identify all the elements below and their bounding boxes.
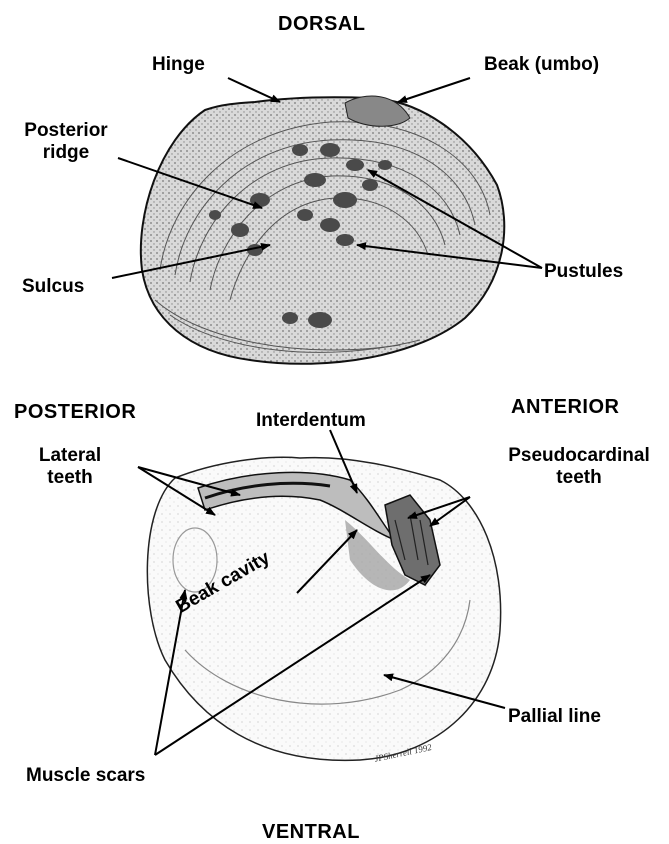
pseudocardinal-teeth-line-2: teeth (493, 467, 665, 489)
lateral-teeth-line-1: Lateral (20, 445, 120, 467)
posterior-ridge-line-1: Posterior (8, 120, 124, 142)
beak-umbo-label: Beak (umbo) (484, 54, 599, 76)
ventral-label: VENTRAL (262, 821, 360, 843)
interdentum-label: Interdentum (256, 410, 366, 432)
pseudocardinal-teeth-label: Pseudocardinal teeth (493, 445, 665, 489)
pallial-line-label: Pallial line (508, 706, 601, 728)
shell-interior (147, 457, 500, 760)
dorsal-label: DORSAL (278, 13, 365, 35)
posterior-ridge-line-2: ridge (8, 142, 124, 164)
lateral-teeth-label: Lateral teeth (20, 445, 120, 489)
sulcus-label: Sulcus (22, 276, 84, 298)
pustules-label: Pustules (544, 261, 623, 283)
pseudocardinal-teeth-line-1: Pseudocardinal (493, 445, 665, 467)
posterior-label: POSTERIOR (14, 401, 136, 423)
shell-interior-outline (147, 457, 500, 760)
muscle-scars-label: Muscle scars (26, 765, 145, 787)
hinge-label: Hinge (152, 54, 205, 76)
anterior-label: ANTERIOR (511, 396, 619, 418)
lateral-teeth-line-2: teeth (20, 467, 120, 489)
shell-exterior (141, 96, 504, 364)
posterior-ridge-label: Posterior ridge (8, 120, 124, 164)
